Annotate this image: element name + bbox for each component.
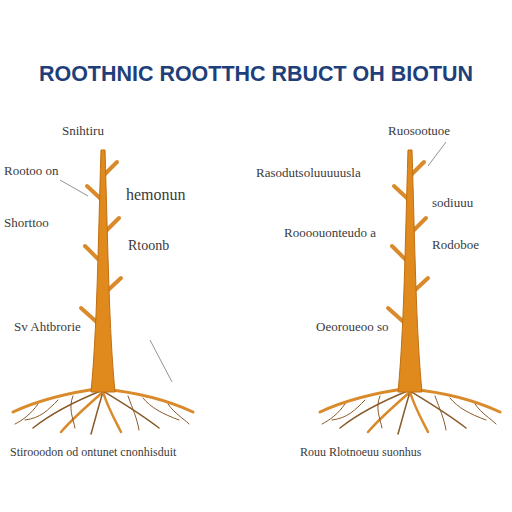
part-label: Ruosootuoe — [388, 124, 450, 138]
part-label: Oeoroueoo so — [316, 320, 389, 334]
part-label: Rodoboe — [432, 238, 479, 252]
diagram-title: ROOTHNIC ROOTTHC RBUCT OH BIOTUN — [0, 62, 512, 87]
part-label: Stirooodon od ontunet cnonhisduit — [10, 446, 176, 459]
part-label: Sv Ahtbrorie — [14, 320, 81, 334]
part-label: Rootoo on — [4, 164, 59, 178]
part-label: Rouu Rlotnoeuu suonhus — [300, 446, 421, 459]
part-label: Snihtiru — [62, 124, 104, 138]
part-label: Shorttoo — [4, 216, 49, 230]
part-label: Rtoonb — [128, 238, 169, 253]
part-label: Roooouonteudo a — [284, 226, 376, 240]
part-label: sodiuuu — [432, 196, 473, 210]
part-label: Rasodutsoluuuuusla — [256, 166, 361, 180]
part-label: hemonun — [126, 186, 186, 204]
